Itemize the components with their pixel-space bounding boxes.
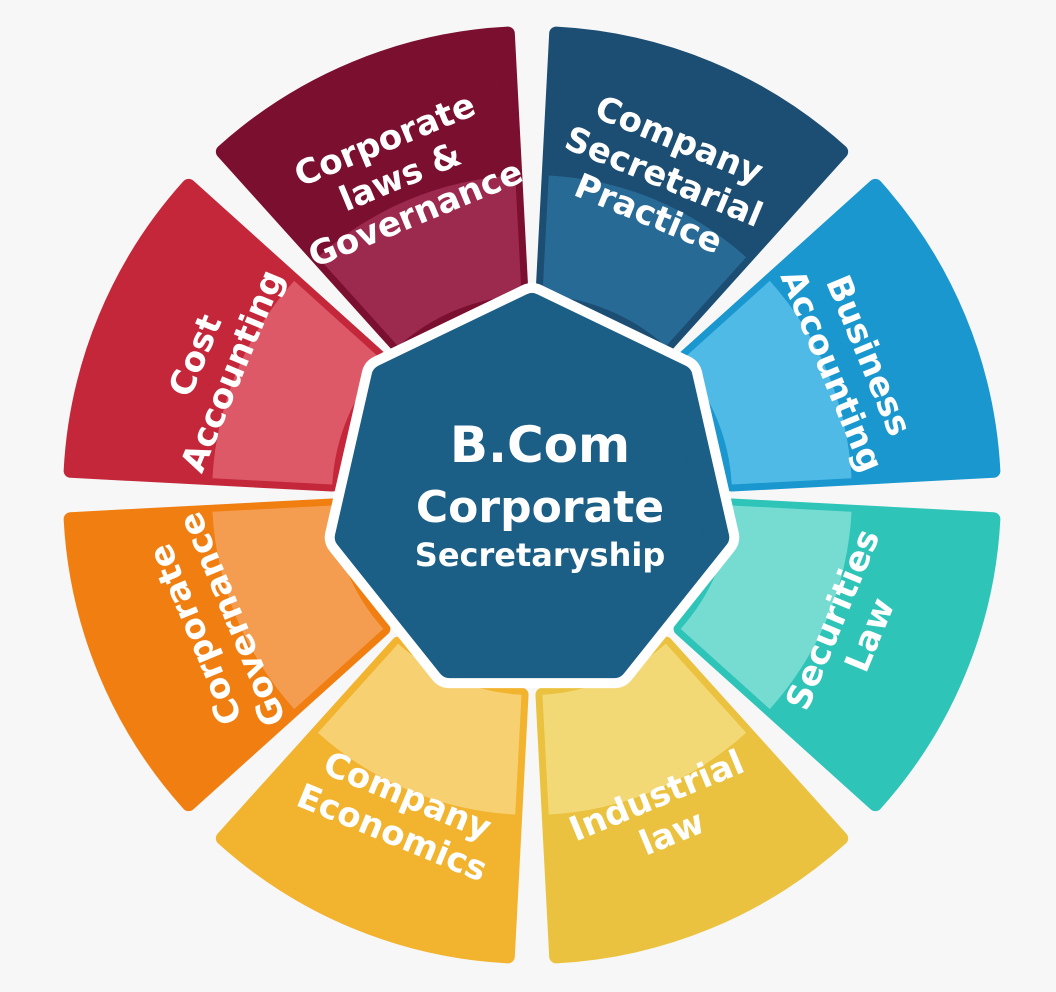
center-subtitle: Corporate [416, 482, 664, 533]
segment-company-secretarial-practice: CompanySecretarialPractice [535, 26, 849, 354]
segment-corporate-laws-governance: Corporatelaws &Governance [215, 26, 529, 354]
segment-business-accounting: BusinessAccounting [673, 178, 1001, 492]
center-heptagon [334, 293, 730, 679]
segment-corporate-governance: CorporateGovernance [63, 498, 391, 812]
segment-inner-band [317, 175, 522, 347]
center-title: B.Com [450, 416, 630, 474]
segment-inner-band [212, 280, 384, 485]
segment-cost-accounting: CostAccounting [63, 178, 391, 492]
center-subtitle-2: Secretaryship [415, 536, 665, 574]
segment-inner-band [542, 175, 747, 347]
segment-inner-band [680, 280, 852, 485]
